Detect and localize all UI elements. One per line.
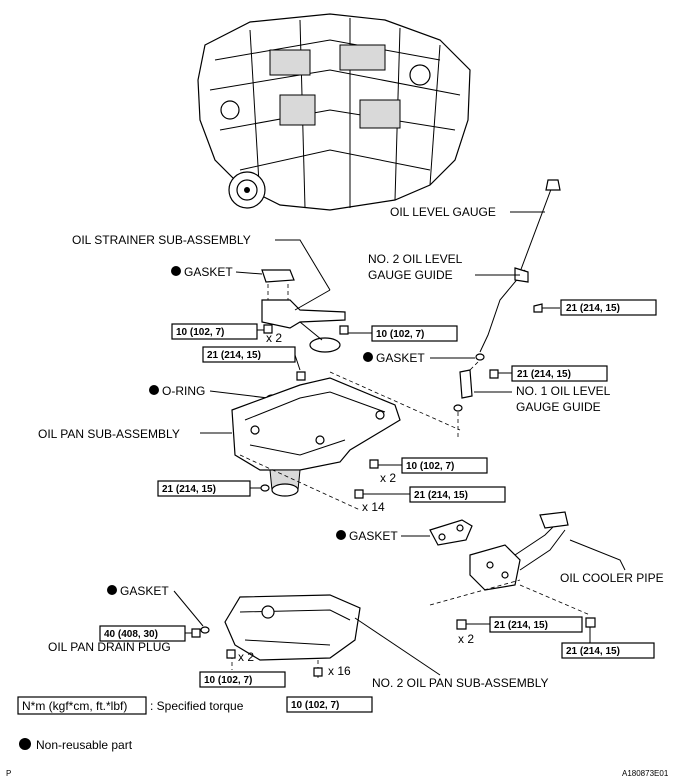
no2-oil-level-gauge-guide	[479, 267, 529, 353]
no2-oil-pan-label: NO. 2 OIL PAN SUB-ASSEMBLY	[372, 676, 549, 690]
count-c2: x 2	[380, 471, 396, 485]
torque-t11: 40 (408, 30)	[104, 629, 158, 640]
torque-t13: 10 (102, 7)	[291, 700, 339, 711]
torque-t9: 21 (214, 15)	[494, 620, 548, 631]
no1-oil-level-gauge-guide	[459, 369, 473, 399]
o-ring-label: O-RING	[162, 384, 205, 398]
count-c1: x 2	[266, 331, 282, 345]
legend-non-reusable: Non-reusable part	[36, 738, 133, 752]
torque-t3: 10 (102, 7)	[376, 329, 424, 340]
torque-t7: 21 (214, 15)	[162, 484, 216, 495]
count-c4: x 2	[458, 632, 474, 646]
no2-guide-label-1: NO. 2 OIL LEVEL	[368, 252, 463, 266]
non-reusable-icon	[19, 738, 31, 750]
oil-cooler-gasket	[429, 519, 473, 546]
torque-t8: 21 (214, 15)	[414, 490, 468, 501]
page-letter: P	[6, 769, 11, 778]
torque-t4: 21 (214, 15)	[207, 350, 261, 361]
oil-cooler-pipe-label: OIL COOLER PIPE	[560, 571, 664, 585]
no2-guide-label-2: GAUGE GUIDE	[368, 268, 453, 282]
gasket-3-label: GASKET	[349, 529, 398, 543]
oil-strainer-sub-assembly	[261, 289, 346, 353]
oil-cooler-pipe	[469, 511, 569, 591]
strainer-gasket	[261, 269, 295, 283]
oil-level-gauge	[519, 179, 561, 273]
oil-level-gauge-label: OIL LEVEL GAUGE	[390, 205, 496, 219]
drain-plug-label: OIL PAN DRAIN PLUG	[48, 640, 171, 654]
legend-torque-desc: : Specified torque	[150, 699, 244, 713]
count-c3: x 14	[362, 500, 385, 514]
count-c6: x 16	[328, 664, 351, 678]
oil-strainer-label: OIL STRAINER SUB-ASSEMBLY	[72, 233, 251, 247]
no2-oil-pan-sub-assembly	[224, 594, 361, 661]
figure-code: A180873E01	[622, 769, 669, 778]
engine-assembly-illustration	[197, 13, 471, 211]
gasket-2-label: GASKET	[376, 351, 425, 365]
torque-t1: 21 (214, 15)	[566, 303, 620, 314]
no1-guide-label-2: GAUGE GUIDE	[516, 400, 601, 414]
gasket-1-label: GASKET	[184, 265, 233, 279]
torque-t6: 10 (102, 7)	[406, 461, 454, 472]
legend-torque-unit: N*m (kgf*cm, ft.*lbf)	[22, 699, 127, 713]
gasket-4-label: GASKET	[120, 584, 169, 598]
no1-guide-label-1: NO. 1 OIL LEVEL	[516, 384, 611, 398]
torque-t5: 21 (214, 15)	[517, 369, 571, 380]
count-c5: x 2	[238, 650, 254, 664]
torque-t2: 10 (102, 7)	[176, 327, 224, 338]
oil-pan-label: OIL PAN SUB-ASSEMBLY	[38, 427, 180, 441]
torque-t12: 10 (102, 7)	[204, 675, 252, 686]
oil-pan-sub-assembly	[231, 377, 401, 497]
torque-t10: 21 (214, 15)	[566, 646, 620, 657]
